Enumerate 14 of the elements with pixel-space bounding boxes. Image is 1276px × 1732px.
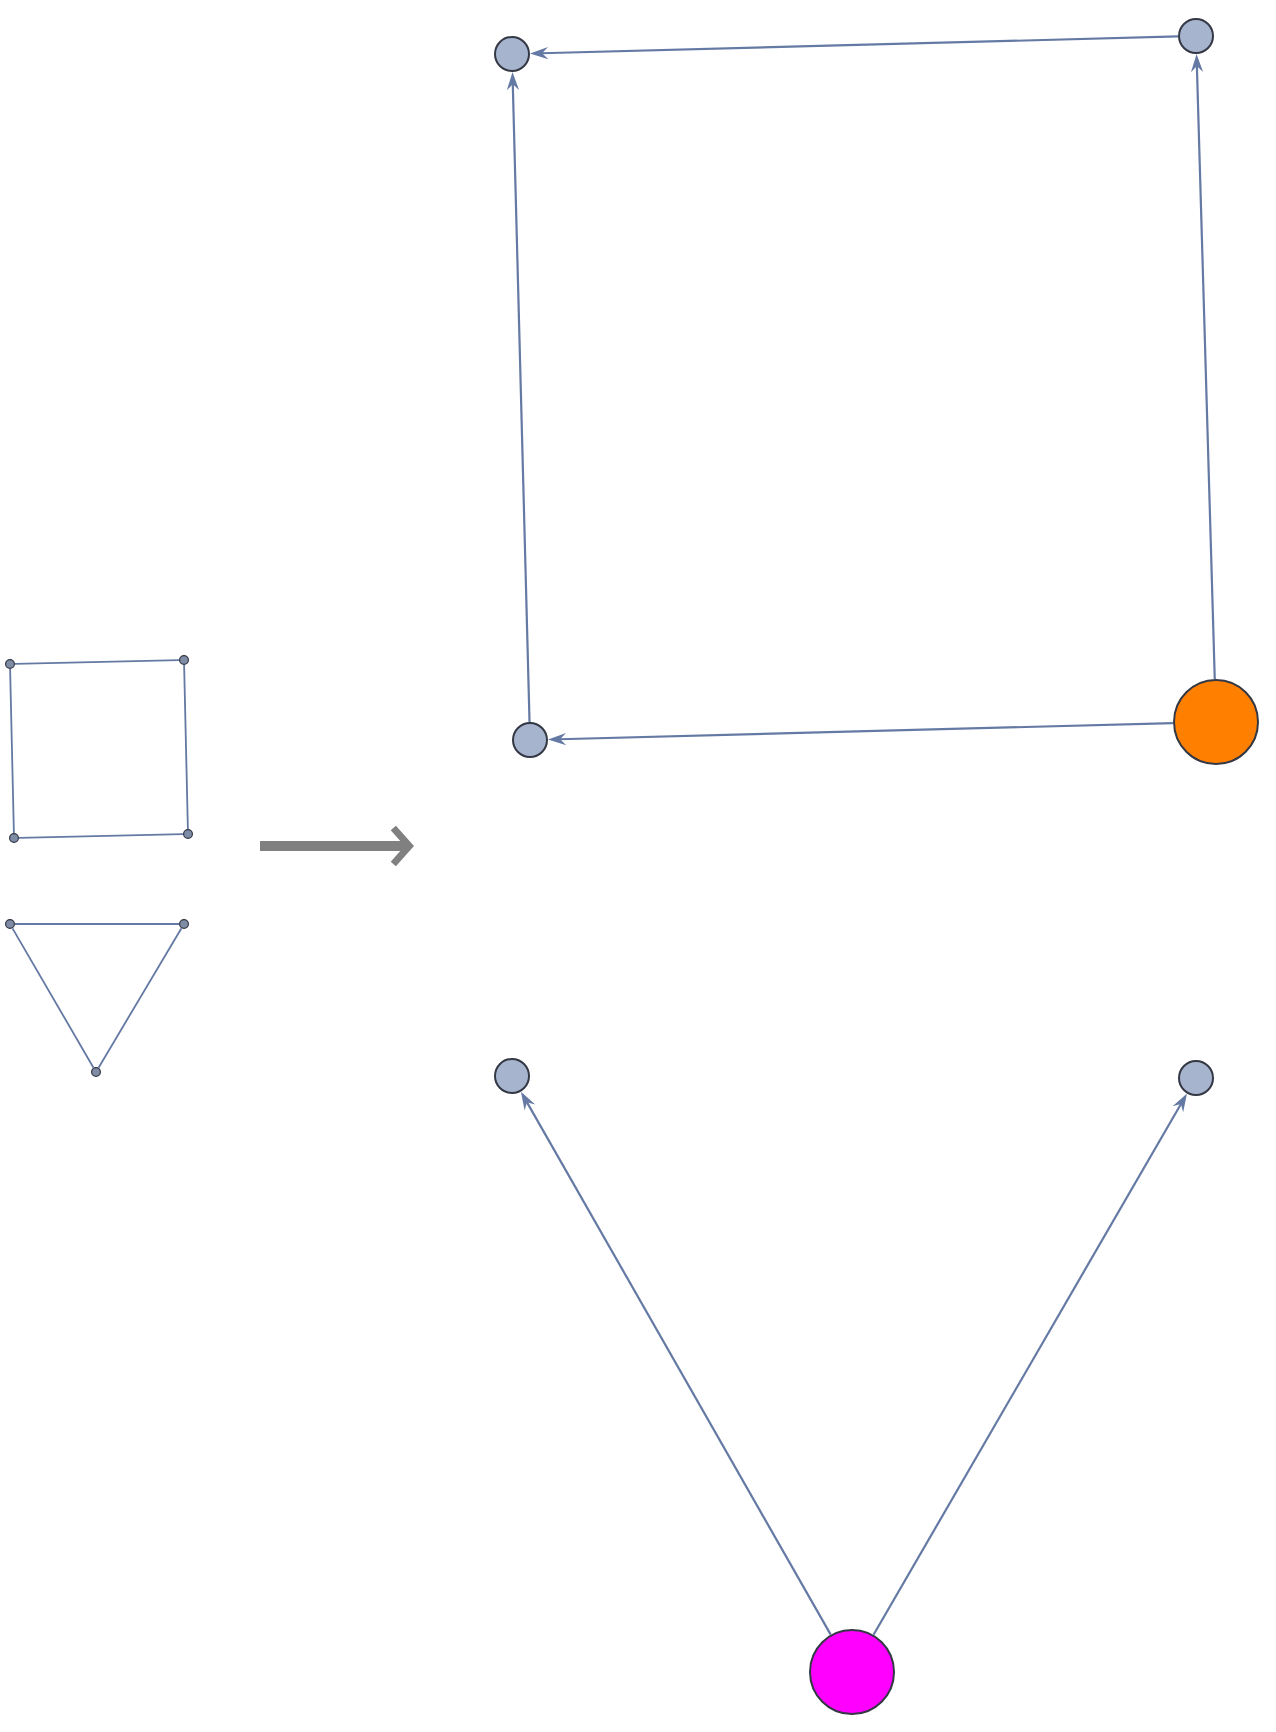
vertex-circle — [809, 1629, 895, 1715]
vertex-circle — [1173, 679, 1259, 765]
vertex-circle — [494, 36, 530, 72]
graph-edge — [9, 668, 15, 834]
vertex-circle — [1178, 18, 1214, 54]
graph-edge — [11, 927, 95, 1069]
graph-edge — [18, 833, 184, 839]
vertex-circle — [512, 722, 548, 758]
graph-edge — [14, 923, 180, 925]
vertex-circle — [1178, 1060, 1214, 1096]
graph-edge — [97, 927, 183, 1069]
graph-edge — [14, 659, 180, 665]
graph-edge — [183, 664, 189, 830]
vertex-circle — [494, 1058, 530, 1094]
